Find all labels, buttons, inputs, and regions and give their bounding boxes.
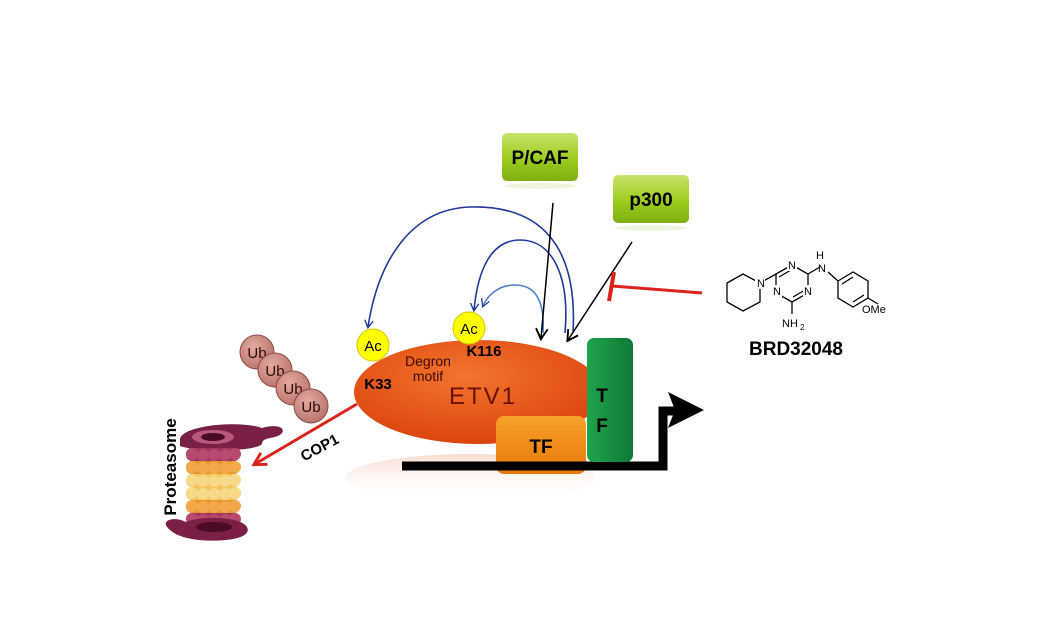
promoter-arrowhead <box>668 392 704 428</box>
ac-badge-k116: Ac <box>452 311 486 345</box>
atom-n-triazine-top: N <box>788 260 796 272</box>
ac-label-k116: Ac <box>460 321 478 338</box>
inhibition-line <box>611 284 703 295</box>
proteasome-icon <box>165 424 283 541</box>
acetylation-arrow-k116-inner <box>480 284 545 334</box>
tf-green-label-f: F <box>596 416 608 437</box>
p300-label: p300 <box>629 190 672 211</box>
tf-green-label-t: T <box>596 386 608 407</box>
etv1-label: ETV1 <box>449 383 517 410</box>
acetylation-arrow-k116-outer <box>469 239 567 334</box>
degron-motif-label-line1: Degron <box>405 353 451 369</box>
ub-2-label: Ub <box>265 363 284 380</box>
ac-badge-k33: Ac <box>356 328 390 362</box>
pcaf-box: P/CAF <box>502 133 578 189</box>
tf-orange-label: TF <box>529 437 552 458</box>
atom-n-triazine-right: N <box>804 286 812 298</box>
pcaf-arrow <box>535 202 554 342</box>
brd32048-structure <box>726 264 879 314</box>
ac-label-k33: Ac <box>364 338 382 355</box>
k116-label: K116 <box>466 343 501 360</box>
brd32048-label: BRD32048 <box>749 339 843 360</box>
tf-green-block <box>587 338 633 462</box>
cop1-degradation-arrow <box>255 402 358 464</box>
degron-motif-label-line2: motif <box>413 368 443 384</box>
atom-nh2-subscript: 2 <box>800 323 805 332</box>
ubiquitin-chain: Ub Ub Ub Ub <box>239 334 329 424</box>
ub-4-label: Ub <box>301 399 320 416</box>
ub-4: Ub <box>293 388 329 424</box>
atom-h: H <box>816 250 824 262</box>
atom-nh2: NH <box>782 318 798 330</box>
k33-label: K33 <box>364 376 392 393</box>
inhibition-bar <box>607 271 616 302</box>
p300-arrow <box>566 241 633 343</box>
atom-n-amine: N <box>818 263 826 275</box>
p300-box: p300 <box>613 175 689 231</box>
atom-n-triazine-left: N <box>773 286 781 298</box>
ub-1-label: Ub <box>247 345 266 362</box>
acetylation-arrow-k33-outer <box>364 206 575 334</box>
pcaf-label: P/CAF <box>512 148 569 169</box>
proteasome-label: Proteasome <box>161 418 180 515</box>
atom-n-piperidine: N <box>757 278 765 290</box>
brd32048-atom-labels: N N N N H N NH 2 OMe <box>755 250 886 332</box>
ub-3-label: Ub <box>283 381 302 398</box>
atom-ome: OMe <box>862 304 886 316</box>
tf-orange-block <box>496 416 586 474</box>
